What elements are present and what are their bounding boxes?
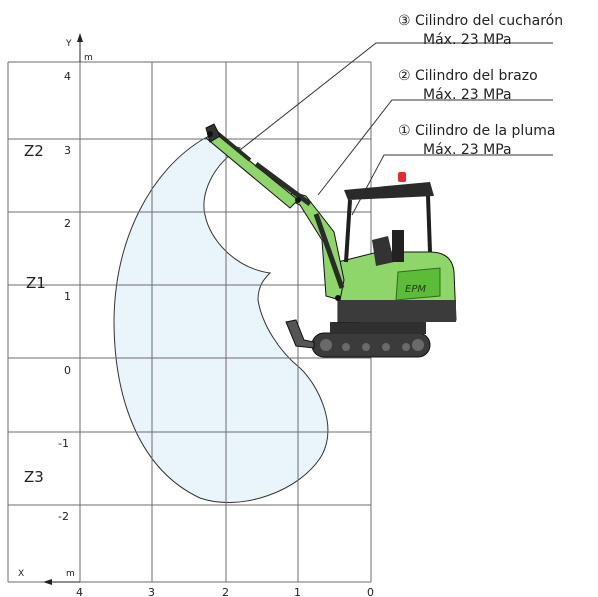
x-axis-unit: m [66, 569, 75, 579]
leader-bucket-cylinder [239, 42, 553, 151]
x-tick-4: 4 [76, 586, 83, 597]
y-axis-unit: m [84, 53, 93, 63]
x-tick-3: 3 [148, 586, 155, 597]
x-axis-letter: X [18, 569, 24, 579]
y-tick-minus1: -1 [58, 437, 69, 450]
leader-arm-cylinder [317, 99, 553, 196]
y-tick-2: 2 [64, 217, 71, 230]
y-axis-letter: Y [65, 39, 72, 49]
x-tick-labels: 4 3 2 1 0 [76, 586, 374, 597]
zone-label-z3: Z3 [24, 468, 44, 486]
x-axis-arrow [43, 579, 80, 585]
bucket [205, 123, 221, 143]
arm [205, 131, 299, 209]
canopy [344, 195, 432, 263]
y-tick-minus2: -2 [58, 510, 69, 523]
y-tick-3: 3 [64, 144, 71, 157]
y-tick-0: 0 [64, 364, 71, 377]
leader-boom-cylinder [351, 154, 553, 216]
y-tick-4: 4 [64, 70, 71, 83]
y-tick-1: 1 [64, 290, 71, 303]
callout-arm-title: ② Cilindro del brazo [398, 68, 538, 84]
callout-boom-pressure: Máx. 23 MPa [423, 142, 512, 158]
callout-bucket-title: ③ Cilindro del cucharón [398, 13, 563, 29]
callout-bucket-pressure: Máx. 23 MPa [423, 32, 512, 48]
x-tick-0: 0 [367, 586, 374, 597]
x-tick-2: 2 [222, 586, 229, 597]
excavator-illustration: EPM [205, 123, 457, 358]
y-axis-arrow [77, 33, 83, 62]
dozer-blade [285, 319, 315, 349]
canopy-roof [344, 182, 434, 200]
x-tick-1: 1 [294, 586, 301, 597]
y-tick-labels: 4 3 2 1 0 -1 -2 [58, 70, 71, 523]
callout-boom-title: ① Cilindro de la pluma [398, 123, 555, 139]
beacon-light [398, 172, 406, 182]
working-envelope [113, 137, 329, 503]
zone-label-z1: Z1 [26, 274, 46, 292]
zone-label-z2: Z2 [24, 142, 44, 160]
callout-arm-pressure: Máx. 23 MPa [423, 87, 512, 103]
machine-badge: EPM [405, 284, 426, 295]
